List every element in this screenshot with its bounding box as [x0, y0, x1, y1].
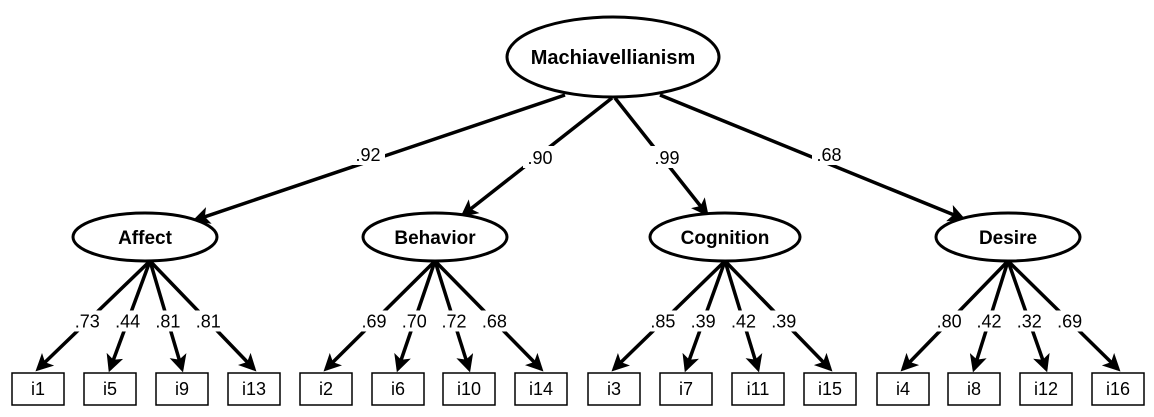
loading-label-i12: .32	[1017, 311, 1042, 331]
factor-node-cognition	[648, 211, 802, 263]
loading-label-i11: .42	[731, 311, 756, 331]
loading-label-bg	[934, 310, 965, 332]
indicator-label-i14: i14	[529, 379, 553, 399]
indicator-label-i7: i7	[679, 379, 693, 399]
loading-label-i10: .72	[442, 311, 467, 331]
indicator-box-i7	[659, 372, 713, 406]
indicator-label-i16: i16	[1106, 379, 1130, 399]
indicator-label-i11: i11	[747, 379, 770, 399]
factor-node-affect	[71, 211, 219, 263]
loading-label-bg	[479, 310, 510, 332]
indicator-label-i3: i3	[607, 379, 621, 399]
loading-label-i6: .70	[402, 311, 427, 331]
indicator-box-i15	[803, 372, 857, 406]
loading-label-i5: .44	[115, 311, 140, 331]
loading-label-i16: .69	[1057, 311, 1082, 331]
indicator-label-i15: i15	[818, 379, 842, 399]
loading-label-bg	[399, 310, 430, 332]
loading-label-cognition: .99	[654, 148, 679, 168]
factor-node-behavior	[361, 211, 509, 263]
indicator-box-i6	[371, 372, 425, 406]
indicator-box-i9	[155, 372, 209, 406]
root-node	[505, 15, 721, 99]
root-label: Machiavellianism	[531, 47, 696, 69]
indicator-label-i5: i5	[103, 379, 117, 399]
loading-label-bg	[647, 310, 678, 332]
indicator-label-i10: i10	[457, 379, 481, 399]
factor-label-desire: Desire	[979, 228, 1037, 249]
loading-label-bg	[650, 146, 684, 168]
loading-label-behavior: .90	[527, 148, 552, 168]
indicator-box-i14	[514, 372, 568, 406]
loading-label-bg	[351, 143, 385, 165]
loading-label-bg	[358, 310, 389, 332]
factor-label-cognition: Cognition	[681, 228, 770, 249]
loading-label-bg	[728, 310, 759, 332]
path-arrow-desire	[659, 93, 966, 222]
loading-label-bg	[1054, 310, 1085, 332]
indicator-box-i5	[83, 372, 137, 406]
loading-label-bg	[112, 310, 143, 332]
indicator-label-i6: i6	[391, 379, 405, 399]
loading-label-i7: .39	[691, 311, 716, 331]
indicator-box-i4	[876, 372, 930, 406]
loading-label-bg	[523, 146, 557, 168]
loading-label-i9: .81	[155, 311, 180, 331]
indicator-box-i12	[1019, 372, 1073, 406]
indicator-box-i11	[731, 372, 785, 406]
loading-label-bg	[1014, 310, 1045, 332]
loading-label-bg	[973, 310, 1004, 332]
loading-label-desire: .68	[816, 145, 841, 165]
factor-label-affect: Affect	[118, 228, 173, 249]
loading-label-bg	[439, 310, 470, 332]
indicator-label-i8: i8	[967, 379, 981, 399]
loading-label-bg	[72, 310, 103, 332]
loading-label-i15: .39	[771, 311, 796, 331]
indicator-label-i2: i2	[319, 379, 333, 399]
loading-label-i13: .81	[196, 311, 221, 331]
loading-label-bg	[688, 310, 719, 332]
factor-label-behavior: Behavior	[394, 228, 476, 249]
loading-label-bg	[193, 310, 224, 332]
indicator-box-i8	[947, 372, 1001, 406]
loading-label-bg	[768, 310, 799, 332]
indicator-box-i13	[227, 372, 281, 406]
indicator-label-i9: i9	[175, 379, 189, 399]
indicator-box-i3	[587, 372, 641, 406]
loading-label-i14: .68	[482, 311, 507, 331]
indicator-label-i1: i1	[31, 379, 45, 399]
loading-label-i8: .42	[976, 311, 1001, 331]
loading-label-i3: .85	[650, 311, 675, 331]
indicator-box-i2	[299, 372, 353, 406]
loading-label-i2: .69	[361, 311, 386, 331]
indicator-box-i16	[1091, 372, 1145, 406]
loading-label-i4: .80	[937, 311, 962, 331]
indicator-label-i12: i12	[1034, 379, 1058, 399]
loading-label-affect: .92	[355, 145, 380, 165]
factor-node-desire	[934, 211, 1082, 263]
loading-label-bg	[812, 143, 846, 165]
indicator-label-i13: i13	[242, 379, 266, 399]
loading-label-bg	[152, 310, 183, 332]
indicator-label-i4: i4	[896, 379, 910, 399]
indicator-box-i1	[11, 372, 65, 406]
indicator-box-i10	[442, 372, 496, 406]
loading-label-i1: .73	[75, 311, 100, 331]
